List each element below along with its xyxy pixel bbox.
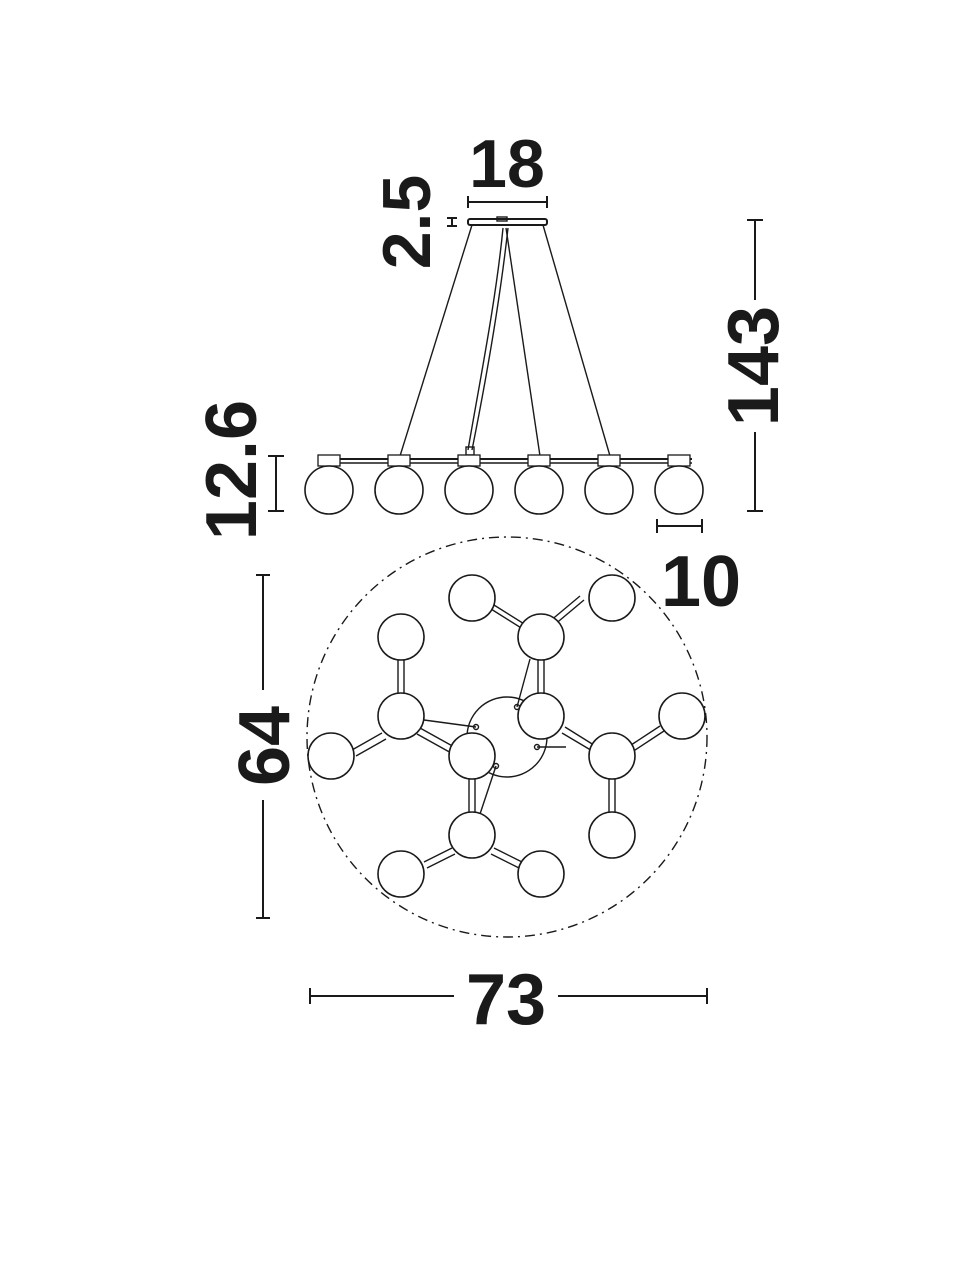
power-cord (467, 227, 504, 451)
globe (444, 465, 494, 515)
globe (374, 465, 424, 515)
globe (517, 692, 565, 740)
dim-width: 73 (309, 960, 708, 1040)
canopy-width-label: 18 (469, 126, 545, 202)
globe (588, 732, 636, 780)
dim-total-height: 143 (714, 219, 794, 512)
depth-label: 64 (225, 706, 305, 786)
side-globes (304, 454, 704, 515)
globe (448, 574, 496, 622)
globe-diameter-label: 10 (661, 542, 741, 622)
globe (448, 811, 496, 859)
globe (588, 811, 636, 859)
top-globes (307, 574, 706, 898)
suspension-cable (542, 224, 611, 457)
dim-canopy-height: 2.5 (369, 175, 457, 270)
globe (517, 613, 565, 661)
dim-globe-diameter: 10 (656, 519, 741, 622)
globe (584, 465, 634, 515)
globe (588, 574, 636, 622)
width-label: 73 (466, 960, 546, 1040)
top-view (306, 536, 708, 938)
canopy-height-label: 2.5 (369, 175, 445, 270)
dim-canopy-width: 18 (467, 126, 548, 208)
total-height-label: 143 (714, 306, 794, 426)
outline-circle (306, 536, 708, 938)
dim-globe-row-height: 12.6 (192, 400, 284, 540)
globe (377, 613, 425, 661)
globe (304, 465, 354, 515)
suspension-cable (505, 227, 541, 457)
globe (448, 732, 496, 780)
dim-depth: 64 (225, 574, 305, 919)
side-view (304, 216, 704, 515)
suspension-cable (399, 224, 473, 457)
globe-row-height-label: 12.6 (192, 400, 272, 540)
globe (654, 465, 704, 515)
globe (377, 850, 425, 898)
globe (377, 692, 425, 740)
globe (658, 692, 706, 740)
globe (514, 465, 564, 515)
globe (307, 732, 355, 780)
globe (517, 850, 565, 898)
